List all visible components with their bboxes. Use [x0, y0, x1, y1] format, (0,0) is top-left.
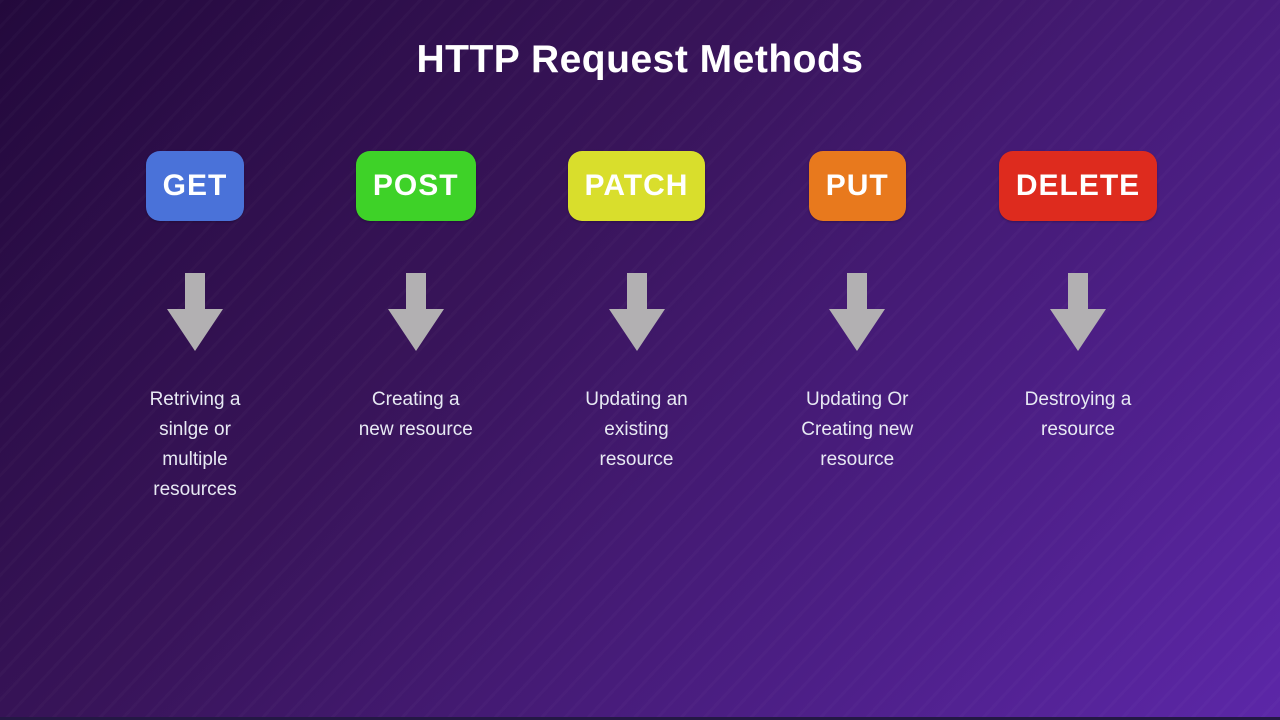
- method-badge-put: PUT: [808, 151, 906, 221]
- down-arrow-icon: [1050, 273, 1106, 351]
- method-description-delete: Destroying a resource: [1024, 389, 1132, 440]
- down-arrow-icon: [167, 273, 223, 351]
- method-column-put: PUT Updating Or Creating new resource: [749, 151, 965, 505]
- method-description-get: Retriving a sinlge or multiple resources: [149, 389, 241, 500]
- method-column-get: GET Retriving a sinlge or multiple resou…: [87, 151, 303, 505]
- down-arrow-icon: [608, 273, 665, 351]
- method-column-delete: DELETE Destroying a resource: [970, 151, 1186, 505]
- method-description-patch: Updating an existing resource: [585, 389, 688, 470]
- method-badge-delete: DELETE: [998, 151, 1158, 221]
- method-column-patch: PATCH Updating an existing resource: [529, 151, 745, 505]
- method-description-post: Creating a new resource: [358, 389, 473, 440]
- methods-row: GET Retriving a sinlge or multiple resou…: [87, 151, 1186, 505]
- method-description-put: Updating Or Creating new resource: [801, 389, 914, 470]
- method-column-post: POST Creating a new resource: [308, 151, 524, 505]
- bottom-edge-strip: [0, 717, 1280, 720]
- method-badge-post: POST: [355, 151, 476, 221]
- method-badge-patch: PATCH: [567, 151, 706, 221]
- method-badge-get: GET: [145, 151, 245, 221]
- down-arrow-icon: [387, 273, 444, 351]
- down-arrow-icon: [829, 273, 886, 351]
- page-title: HTTP Request Methods: [416, 38, 864, 81]
